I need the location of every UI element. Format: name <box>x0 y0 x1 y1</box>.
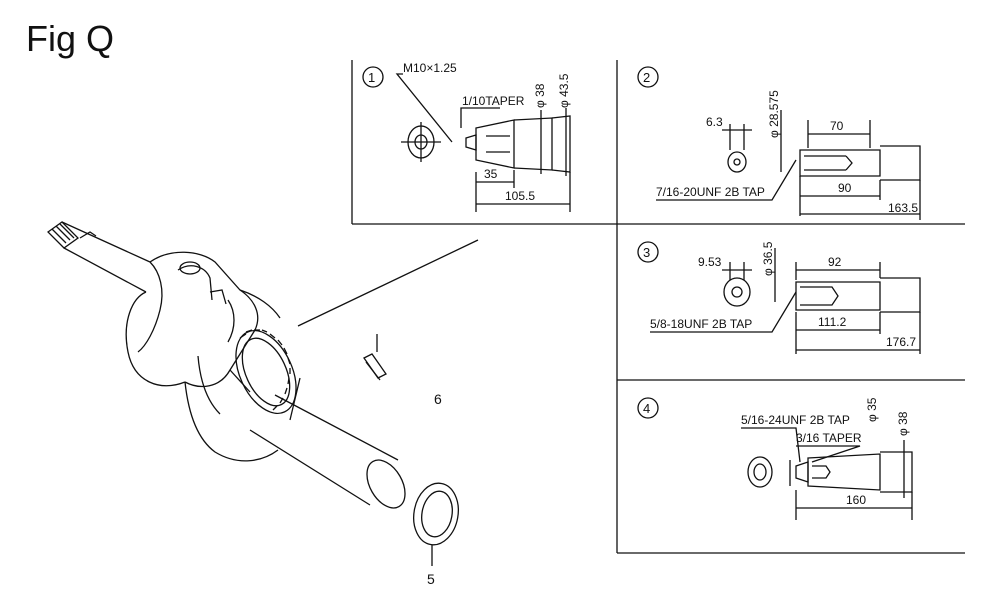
callout-6: 6 <box>434 391 442 407</box>
panel-4-dia-35: φ 35 <box>865 397 879 422</box>
part-6-key <box>364 334 386 380</box>
panel-4-drawing <box>638 398 912 520</box>
panel-3-dia: φ 36.5 <box>761 241 775 276</box>
panel-1-thread: M10×1.25 <box>403 61 457 75</box>
panel-2-drawing <box>638 67 920 220</box>
panel-1-len-35: 35 <box>484 167 498 181</box>
panel-2-dia: φ 28.575 <box>767 90 781 138</box>
panel-4-tap: 5/16-24UNF 2B TAP <box>741 413 850 427</box>
figure-title: Fig Q <box>26 18 115 59</box>
panel-3-width: 9.53 <box>698 255 722 269</box>
callout-5: 5 <box>427 571 435 587</box>
panel-4-taper: 3/16 TAPER <box>796 431 862 445</box>
panel-1-dia-38: φ 38 <box>533 83 547 108</box>
panel-1-number: 1 <box>368 70 375 85</box>
panel-3-tap: 5/8-18UNF 2B TAP <box>650 317 752 331</box>
panel-1-len-105-5: 105.5 <box>505 189 535 203</box>
panel-2-len-70: 70 <box>830 119 844 133</box>
panel-3-len-176-7: 176.7 <box>886 335 916 349</box>
panel-3-number: 3 <box>643 245 650 260</box>
panel-2-len-163-5: 163.5 <box>888 201 918 215</box>
panel-2-len-90: 90 <box>838 181 852 195</box>
panel-4-len-160: 160 <box>846 493 866 507</box>
panel-2-number: 2 <box>643 70 650 85</box>
panel-frames <box>352 60 965 553</box>
panel-4-dia-38: φ 38 <box>896 411 910 436</box>
panel-2-width: 6.3 <box>706 115 723 129</box>
panel-1-taper: 1/10TAPER <box>462 94 525 108</box>
panel-3-drawing <box>638 242 920 354</box>
panel-2-tap: 7/16-20UNF 2B TAP <box>656 185 765 199</box>
panel-3-len-111-2: 111.2 <box>818 315 847 329</box>
panel-1-dia-43-5: φ 43.5 <box>557 73 571 108</box>
panel-1-drawing <box>363 67 570 212</box>
panel-3-len-92: 92 <box>828 255 842 269</box>
part-5-washer <box>409 480 463 566</box>
crankshaft <box>48 222 413 515</box>
leader-line-panel-1 <box>298 240 478 326</box>
panel-4-number: 4 <box>643 401 650 416</box>
